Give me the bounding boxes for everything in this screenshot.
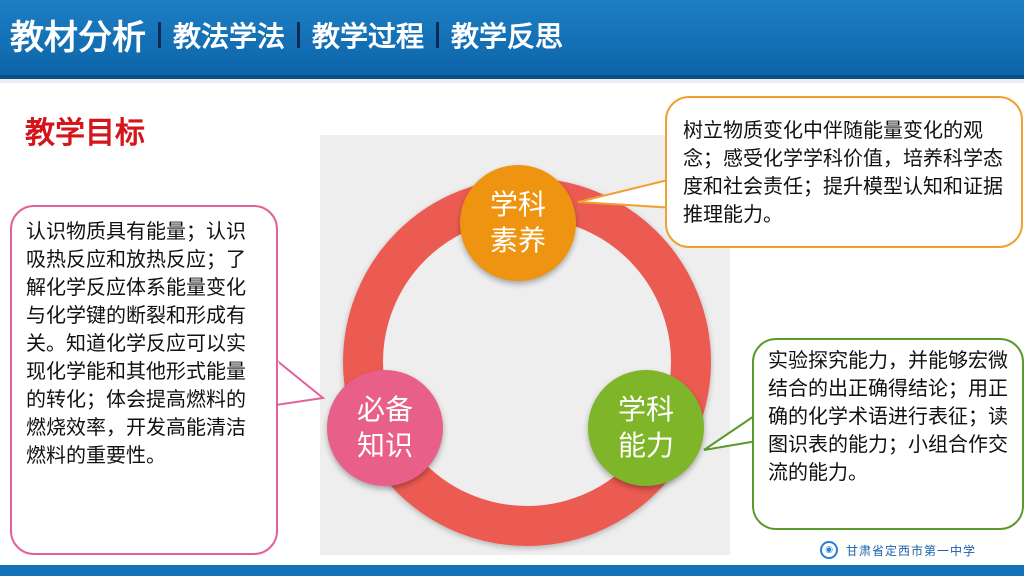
school-seal-icon: ◉ xyxy=(820,541,838,559)
callout-ability-text: 实验探究能力，并能够宏微结合的出正确得结论；用正确的化学术语进行表征；读图识表的… xyxy=(768,348,1008,484)
callout-literacy: 树立物质变化中伴随能量变化的观念；感受化学学科价值，培养科学态度和社会责任；提升… xyxy=(665,96,1023,248)
callout-ability: 实验探究能力，并能够宏微结合的出正确得结论；用正确的化学术语进行表征；读图识表的… xyxy=(752,338,1024,530)
tab-teaching-methods[interactable]: 教法学法 xyxy=(173,19,286,53)
section-title: 教学目标 xyxy=(25,116,145,151)
tab-separator xyxy=(158,21,161,48)
tab-separator xyxy=(297,21,301,48)
node-knowledge: 必备知识 xyxy=(327,370,443,486)
callout-tail-knowledge xyxy=(275,357,326,407)
school-logo: ◉ 甘肃省定西市第一中学 xyxy=(820,541,976,559)
footer-bar xyxy=(0,565,1024,576)
callout-knowledge: 认识物质具有能量；认识吸热反应和放热反应；了解化学反应体系能量变化与化学键的断裂… xyxy=(10,205,278,555)
header-divider xyxy=(0,79,1024,83)
node-literacy: 学科素养 xyxy=(460,165,576,281)
tab-teaching-process[interactable]: 教学过程 xyxy=(312,19,425,53)
callout-tail-literacy xyxy=(577,176,677,210)
node-literacy-label: 学科素养 xyxy=(489,188,546,257)
tab-teaching-reflection[interactable]: 教学反思 xyxy=(451,19,564,53)
nav-tabs: 教材分析 教法学法 教学过程 教学反思 xyxy=(10,10,563,59)
node-ability-label: 学科能力 xyxy=(617,393,674,462)
tab-textbook-analysis[interactable]: 教材分析 xyxy=(10,18,146,58)
callout-literacy-text: 树立物质变化中伴随能量变化的观念；感受化学学科价值，培养科学态度和社会责任；提升… xyxy=(683,118,1003,226)
school-name: 甘肃省定西市第一中学 xyxy=(846,543,977,558)
header-bar: 教材分析 教法学法 教学过程 教学反思 xyxy=(0,0,1024,79)
callout-knowledge-text: 认识物质具有能量；认识吸热反应和放热反应；了解化学反应体系能量变化与化学键的断裂… xyxy=(26,219,246,467)
tab-separator xyxy=(436,21,440,48)
node-ability: 学科能力 xyxy=(588,370,704,486)
node-knowledge-label: 必备知识 xyxy=(356,393,413,462)
